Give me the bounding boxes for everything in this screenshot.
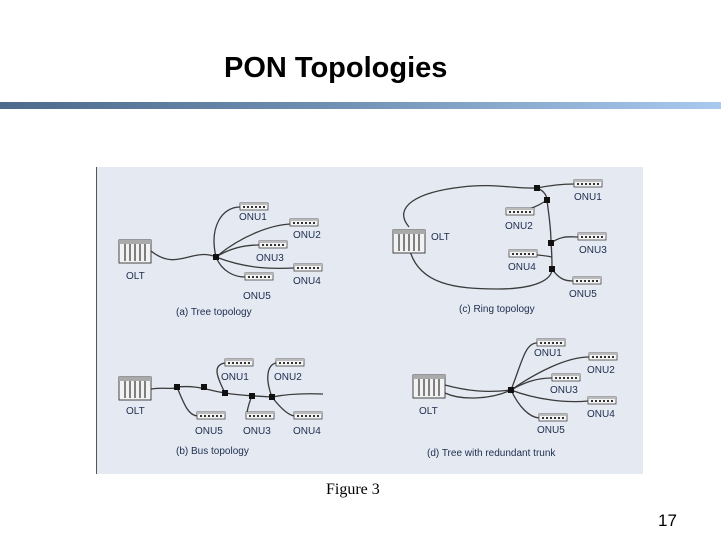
tree-onu1-label: ONU1 xyxy=(239,212,267,223)
ring-splitter-2 xyxy=(544,197,550,203)
tree-splitter xyxy=(213,254,219,260)
redundant-onu1-device xyxy=(536,338,566,347)
page-number: 17 xyxy=(658,511,677,530)
ring-topology-diagram: OLT ONU1 ONU2 ONU3 ONU4 ONU5 (c) Ring to… xyxy=(392,179,607,315)
bus-tap-2 xyxy=(201,384,207,390)
redundant-branch-onu2 xyxy=(510,356,590,391)
ring-onu5-device xyxy=(572,276,602,285)
tree-onu5-label: ONU5 xyxy=(243,291,271,302)
redundant-onu3-device xyxy=(551,373,581,382)
tree-onu2-device xyxy=(289,218,319,227)
bus-drop-onu4 xyxy=(271,396,295,417)
tree-onu1-device xyxy=(239,202,269,211)
redundant-onu4-label: ONU4 xyxy=(587,409,615,420)
bus-tap-4 xyxy=(249,393,255,399)
bus-olt-label: OLT xyxy=(126,406,145,417)
tree-onu4-device xyxy=(293,263,323,272)
bus-onu4-device xyxy=(293,411,323,420)
redundant-trunk-caption: (d) Tree with redundant trunk xyxy=(427,448,556,459)
redundant-olt-device xyxy=(412,374,446,399)
ring-onu2-label: ONU2 xyxy=(505,221,533,232)
ring-onu4-device xyxy=(508,249,538,258)
title-underline-bar xyxy=(0,102,721,109)
topology-diagrams: OLT ONU1 ONU2 ONU3 ONU4 ONU5 (a) Tree to… xyxy=(118,179,618,459)
ring-drop-onu3 xyxy=(550,236,579,244)
ring-splitter-4 xyxy=(549,266,555,272)
pon-topologies-figure: OLT ONU1 ONU2 ONU3 ONU4 ONU5 (a) Tree to… xyxy=(96,167,643,474)
bus-tap-3 xyxy=(222,390,228,396)
ring-olt-label: OLT xyxy=(431,232,450,243)
bus-onu3-device xyxy=(245,411,275,420)
figure-caption: Figure 3 xyxy=(326,481,380,498)
ring-drop-onu5 xyxy=(551,268,574,282)
ring-onu3-device xyxy=(577,232,607,241)
redundant-onu5-device xyxy=(538,413,568,422)
bus-olt-device xyxy=(118,376,152,401)
bus-drop-onu1 xyxy=(216,362,226,394)
tree-trunk-fiber xyxy=(150,250,217,261)
tree-branch-onu1 xyxy=(213,206,241,258)
redundant-onu2-label: ONU2 xyxy=(587,365,615,376)
ring-onu2-device xyxy=(505,207,535,216)
tree-onu5-device xyxy=(244,272,274,281)
ring-fiber-loop xyxy=(403,184,553,290)
ring-onu1-label: ONU1 xyxy=(574,192,602,203)
redundant-branch-onu4 xyxy=(510,389,589,403)
bus-onu2-label: ONU2 xyxy=(274,372,302,383)
tree-onu4-label: ONU4 xyxy=(293,276,321,287)
bus-onu5-label: ONU5 xyxy=(195,426,223,437)
tree-topology-caption: (a) Tree topology xyxy=(176,307,252,318)
redundant-trunk-fiber-1 xyxy=(444,384,512,393)
tree-onu3-device xyxy=(258,240,288,249)
redundant-onu4-device xyxy=(587,396,617,405)
ring-onu3-label: ONU3 xyxy=(579,245,607,256)
tree-branch-onu5 xyxy=(215,256,246,278)
redundant-onu2-device xyxy=(588,352,618,361)
bus-tap-5 xyxy=(269,394,275,400)
bus-topology-diagram: OLT ONU1 ONU2 ONU5 ONU3 ONU4 (b) Bus top… xyxy=(118,358,324,457)
tree-topology-diagram: OLT ONU1 ONU2 ONU3 ONU4 ONU5 (a) Tree to… xyxy=(118,202,323,318)
bus-drop-onu5 xyxy=(176,386,198,417)
redundant-onu5-label: ONU5 xyxy=(537,425,565,436)
tree-onu2-label: ONU2 xyxy=(293,230,321,241)
ring-splitter-3 xyxy=(548,240,554,246)
bus-onu4-label: ONU4 xyxy=(293,426,321,437)
ring-onu5-label: ONU5 xyxy=(569,289,597,300)
redundant-olt-label: OLT xyxy=(419,406,438,417)
ring-olt-device xyxy=(392,229,426,254)
redundant-trunk-diagram: OLT ONU1 ONU2 ONU3 ONU4 ONU5 (d) Tree wi… xyxy=(412,338,618,459)
bus-onu1-label: ONU1 xyxy=(221,372,249,383)
bus-drop-onu2 xyxy=(267,362,277,398)
ring-drop-onu1 xyxy=(536,183,575,189)
bus-topology-caption: (b) Bus topology xyxy=(176,446,249,457)
redundant-branch-onu1 xyxy=(510,342,538,391)
ring-onu4-label: ONU4 xyxy=(508,262,536,273)
redundant-onu1-label: ONU1 xyxy=(534,348,562,359)
bus-onu5-device xyxy=(196,411,226,420)
tree-branch-onu2 xyxy=(215,223,291,258)
bus-tap-1 xyxy=(174,384,180,390)
bus-onu3-label: ONU3 xyxy=(243,426,271,437)
redundant-branch-onu5 xyxy=(510,389,540,419)
redundant-branch-onu3 xyxy=(510,377,553,391)
redundant-onu3-label: ONU3 xyxy=(550,385,578,396)
ring-onu1-device xyxy=(573,179,603,188)
ring-topology-caption: (c) Ring topology xyxy=(459,304,535,315)
ring-splitter-1 xyxy=(534,185,540,191)
redundant-trunk-fiber-2 xyxy=(444,389,512,399)
tree-branch-onu4 xyxy=(215,256,295,270)
tree-branch-onu3 xyxy=(215,244,260,258)
slide-title: PON Topologies xyxy=(224,52,448,84)
tree-olt-label: OLT xyxy=(126,271,145,282)
bus-onu2-device xyxy=(275,358,305,367)
redundant-splitter xyxy=(508,387,514,393)
tree-onu3-label: ONU3 xyxy=(256,253,284,264)
tree-olt-device xyxy=(118,239,152,264)
bus-onu1-device xyxy=(224,358,254,367)
